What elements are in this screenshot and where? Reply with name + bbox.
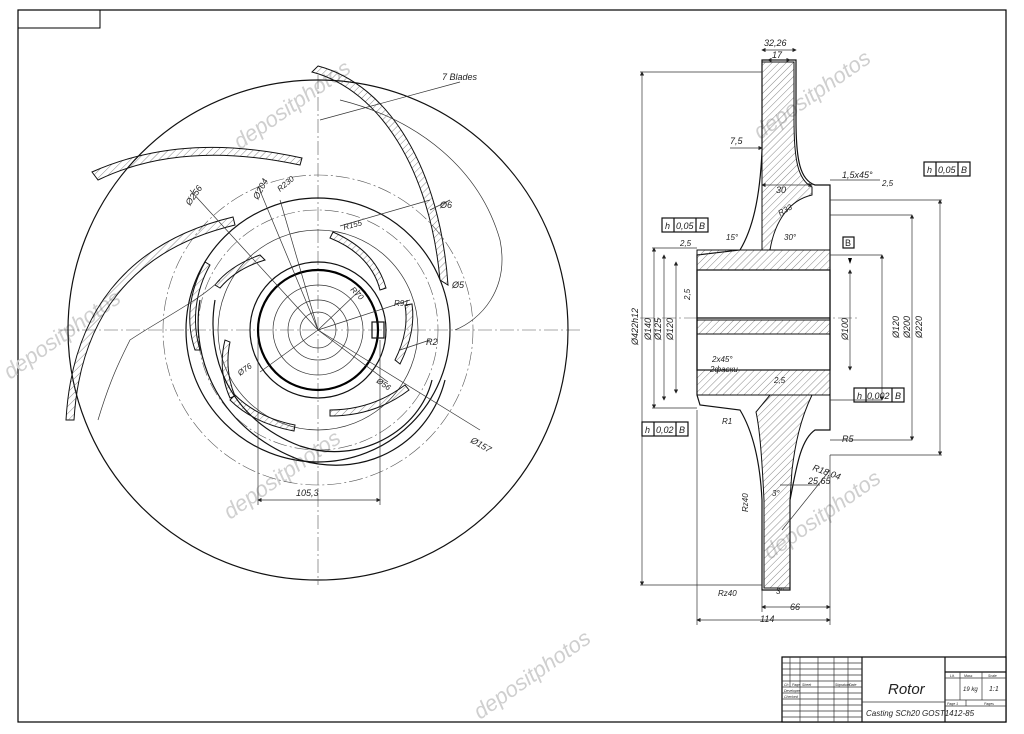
tolerance-frame-3: h 0,002 B — [853, 387, 905, 403]
datum-b-label: B — [845, 238, 851, 248]
front-view: 7 Blades Ø256 Ø204 R230 R155 Ø6 Ø5 R70 R… — [60, 65, 580, 585]
dim-chamfer2b: 2фаски — [709, 365, 738, 374]
tb-material: Casting SCh20 GOST1412-85 — [866, 709, 975, 718]
tf4-ref: B — [679, 425, 685, 435]
tb-header-mass: Mass — [964, 674, 973, 678]
dim-d5: Ø5 — [451, 280, 465, 290]
tb-header-scale: Scale — [988, 674, 997, 678]
tb-label-ch: Ch — [784, 683, 789, 687]
dim-chamfer1: 1,5x45° — [842, 170, 873, 180]
dim-r2: R2 — [426, 337, 438, 347]
dim-d256a: Ø256 — [183, 183, 204, 208]
tf1-sym: h — [927, 165, 932, 175]
tb-scale: 1:1 — [989, 686, 999, 693]
tb-checker: Checked — [784, 695, 799, 699]
dim-d76: Ø76 — [235, 361, 254, 378]
rough-25b: 2,5 — [679, 239, 692, 248]
rough-rz40b: Rz40 — [718, 589, 737, 598]
dim-d140: Ø140 — [643, 318, 653, 341]
dim-r155: R155 — [342, 218, 363, 232]
tf3-sym: h — [857, 391, 862, 401]
title-block: Ch Page Sheet Signature Date Developer C… — [781, 656, 1007, 723]
dim-d422: Ø422h12 — [630, 308, 640, 346]
tb-mass: 19 kg — [963, 687, 978, 693]
tf3-val: 0,002 — [867, 391, 890, 401]
dim-66: 66 — [790, 602, 800, 612]
tolerance-frame-4: h 0,02 B — [641, 421, 689, 437]
tb-label-sheet: Sheet — [802, 683, 812, 687]
tb-developer: Developer — [784, 689, 801, 693]
tb-label-date: Date — [849, 683, 856, 687]
dim-chamfer2: 2x45° — [711, 355, 733, 364]
dim-d120r: Ø120 — [891, 316, 901, 339]
dim-d6: Ø6 — [439, 200, 452, 210]
watermark-2: depositphotos — [219, 425, 346, 524]
dim-a3a: 3° — [772, 489, 780, 498]
tf3-ref: B — [895, 391, 901, 401]
dim-30: 30 — [776, 185, 786, 195]
tf2-sym: h — [665, 221, 670, 231]
watermark-1: depositphotos — [229, 55, 356, 154]
dim-d120l: Ø120 — [665, 318, 675, 341]
blade-large-3 — [65, 216, 236, 421]
side-view: B 32,26 17 7,5 30 1,5x45° R33 30° 15° 2,… — [630, 38, 971, 625]
dim-2565: 25,65 — [807, 476, 832, 486]
dim-r1: R1 — [722, 417, 732, 426]
dim-d125: Ø125 — [653, 317, 663, 341]
dim-3226: 32,26 — [764, 38, 787, 48]
rough-25d: 2,5 — [773, 376, 786, 385]
tf1-ref: B — [961, 165, 967, 175]
blade-large-2 — [91, 146, 303, 181]
tolerance-frame-2: h 0,05 B — [661, 217, 709, 233]
tb-label-page: Page — [792, 683, 800, 687]
tb-part-name: Rotor — [888, 681, 926, 698]
dim-a30: 30° — [784, 233, 797, 242]
rough-25a: 2,5 — [881, 179, 894, 188]
dim-r5: R5 — [842, 434, 854, 444]
tb-page: Page 1 — [947, 702, 958, 706]
blade-large-1 — [311, 65, 449, 286]
rough-25c: 2,5 — [683, 288, 692, 301]
dim-d157: Ø157 — [468, 435, 494, 456]
tb-pages: Pages — [984, 702, 994, 706]
tolerance-frame-1: h 0,05 B — [923, 161, 971, 177]
tf4-sym: h — [645, 425, 650, 435]
dim-114: 114 — [760, 614, 774, 624]
dim-a3b: 3° — [776, 587, 784, 596]
dim-d56: Ø56 — [374, 376, 393, 393]
blades-note: 7 Blades — [442, 72, 478, 82]
dim-a15: 15° — [726, 233, 739, 242]
rough-rz40a: Rz40 — [741, 493, 750, 512]
dim-d200: Ø200 — [902, 316, 912, 339]
tf2-ref: B — [699, 221, 705, 231]
dim-r91: R91 — [394, 299, 409, 308]
tb-label-signature: Signature — [835, 683, 850, 687]
dim-17: 17 — [772, 50, 783, 60]
dim-d220: Ø220 — [914, 316, 924, 339]
dim-d100: Ø100 — [840, 318, 850, 341]
watermark-6: depositphotos — [469, 625, 596, 724]
tf4-val: 0,02 — [656, 425, 674, 435]
corner-stamp-box — [17, 9, 101, 29]
dim-75: 7,5 — [730, 136, 744, 146]
datum-b-box — [842, 236, 855, 249]
tf2-val: 0,05 — [676, 221, 695, 231]
sheet-border — [17, 9, 1007, 723]
tf1-val: 0,05 — [938, 165, 957, 175]
dim-w105: 105,3 — [296, 488, 319, 498]
outer-disc-circle — [67, 79, 569, 581]
tb-header-lit: Lit. — [950, 674, 955, 678]
